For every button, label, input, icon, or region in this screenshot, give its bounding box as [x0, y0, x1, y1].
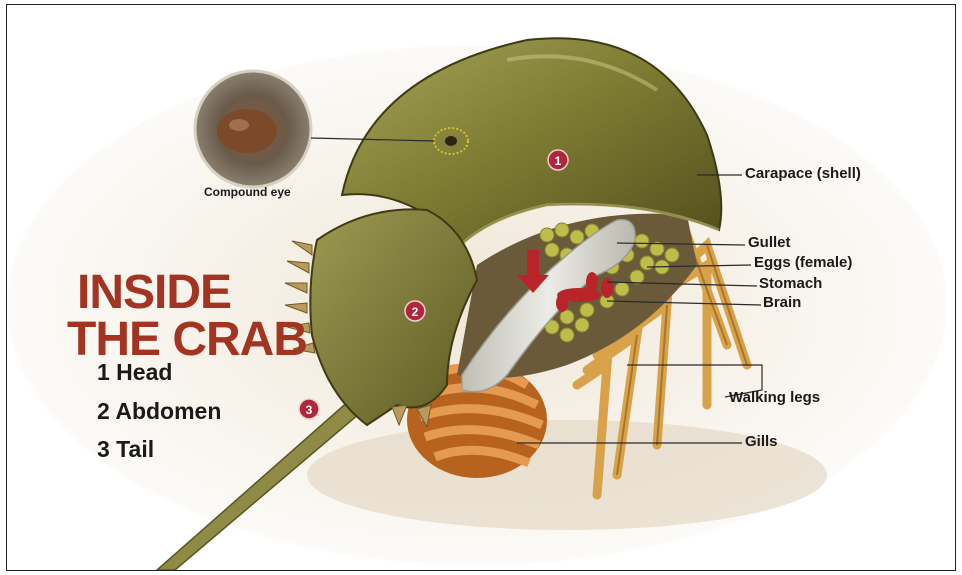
part-abdomen: 2 Abdomen: [97, 398, 221, 425]
label-eggs: Eggs (female): [754, 254, 852, 271]
label-carapace: Carapace (shell): [745, 165, 861, 182]
label-brain: Brain: [763, 294, 801, 311]
marker-3-text: 3: [306, 403, 313, 417]
marker-1-text: 1: [555, 154, 562, 168]
marker-2-text: 2: [412, 305, 419, 319]
label-stomach: Stomach: [759, 275, 822, 292]
title-line-1: INSIDE: [77, 269, 231, 317]
part-tail: 3 Tail: [97, 436, 154, 463]
label-walking-legs: Walking legs: [729, 389, 820, 406]
marker-3: 3: [299, 399, 319, 419]
part-head: 1 Head: [97, 359, 172, 386]
label-compound-eye: Compound eye: [204, 185, 291, 199]
diagram-frame: 1 2 3 INSIDE THE CRAB 1 Head 2 Abdomen 3…: [6, 4, 956, 571]
marker-2: 2: [405, 301, 425, 321]
label-gullet: Gullet: [748, 234, 791, 251]
marker-1: 1: [548, 150, 568, 170]
title-line-2: THE CRAB: [67, 316, 307, 364]
label-gills: Gills: [745, 433, 778, 450]
